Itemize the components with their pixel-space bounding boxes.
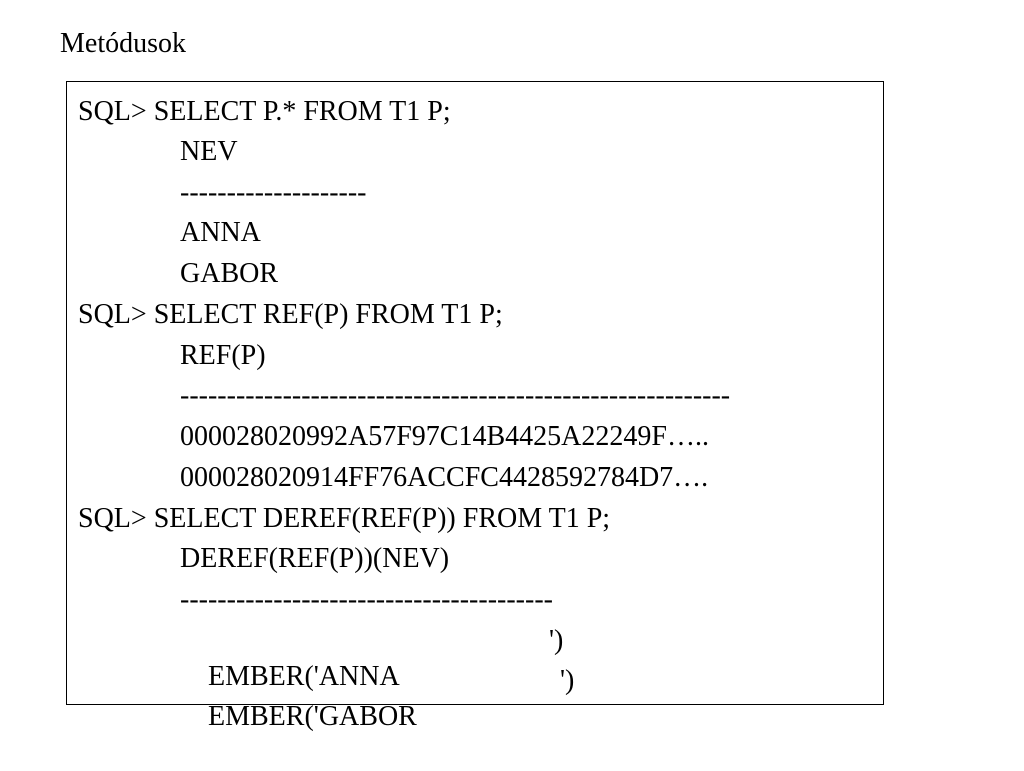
result-row-ember-anna: EMBER('ANNA ') [180,623,563,731]
sql-query-3: SQL> SELECT DEREF(REF(P)) FROM T1 P; [78,503,611,534]
result-row-ref-1: 000028020992A57F97C14B4425A22249F….. [180,421,709,452]
ember-anna-close: ') [549,625,564,656]
result-row-ember-gabor: EMBER('GABOR ') [180,663,574,771]
separator-line-1: -------------------- [180,177,367,208]
ember-gabor-close: ') [560,665,575,696]
result-row-ref-2: 000028020914FF76ACCFC4428592784D7…. [180,462,709,493]
sql-query-2: SQL> SELECT REF(P) FROM T1 P; [78,299,503,330]
ember-anna-value: EMBER('ANNA [208,661,400,692]
column-header-deref: DEREF(REF(P))(NEV) [180,543,450,574]
slide-title: Metódusok [60,28,186,59]
separator-line-2: ----------------------------------------… [180,380,731,411]
sql-output-box: SQL> SELECT P.* FROM T1 P; NEV ---------… [66,81,884,732]
sql-query-1: SQL> SELECT P.* FROM T1 P; [78,96,451,127]
separator-line-3: ---------------------------------------- [180,584,553,615]
result-row-anna: ANNA [180,217,261,248]
ember-gabor-value: EMBER('GABOR [208,701,417,732]
column-header-ref: REF(P) [180,340,266,371]
result-row-gabor: GABOR [180,258,279,289]
column-header-nev: NEV [180,136,238,167]
